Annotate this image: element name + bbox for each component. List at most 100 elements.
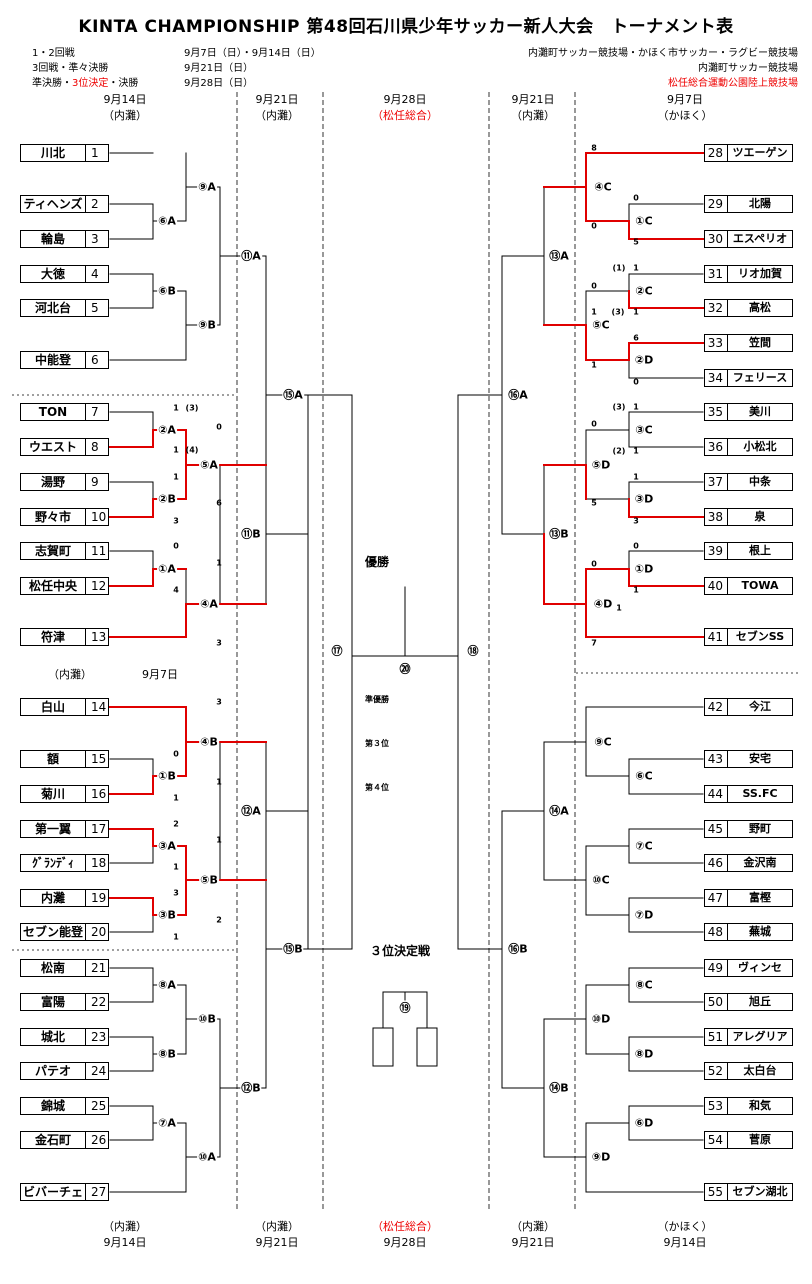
score-value: 1: [633, 472, 639, 482]
match-label-l-2a: ②A: [157, 423, 177, 437]
team-name: 北陽: [727, 195, 793, 213]
match-label-l-7a: ⑦A: [157, 1116, 177, 1130]
schedule-dates-2: 9月21日（日）: [184, 63, 254, 74]
team-name: 今江: [727, 698, 793, 716]
match-label-l-3a: ③A: [157, 839, 177, 853]
score-value: (1): [612, 263, 626, 273]
team-number: 26: [85, 1131, 109, 1149]
schedule-round-3: 準決勝・3位決定・決勝: [32, 76, 138, 91]
team-number: 41: [704, 628, 728, 646]
team-number: 55: [704, 1183, 728, 1201]
score-value: 1: [633, 402, 639, 412]
match-label-r-16a: ⑯A: [507, 388, 529, 402]
team-name: エスペリオ: [727, 230, 793, 248]
team-number: 19: [85, 889, 109, 907]
team-name: 蕪城: [727, 923, 793, 941]
team-name: TOWA: [727, 577, 793, 595]
team-number: 10: [85, 508, 109, 526]
team-number: 3: [85, 230, 109, 248]
match-label-l-5a: ⑤A: [199, 458, 219, 472]
team-number: 28: [704, 144, 728, 162]
score-value: 3: [173, 516, 179, 526]
footer-date: 9月21日: [511, 1236, 555, 1249]
team-number: 44: [704, 785, 728, 803]
team-number: 17: [85, 820, 109, 838]
team-name: 内灘: [20, 889, 86, 907]
team-number: 23: [85, 1028, 109, 1046]
score-value: 1: [173, 932, 179, 942]
score-value: 5: [633, 237, 639, 247]
score-value: 1: [591, 360, 597, 370]
team-name: 金沢南: [727, 854, 793, 872]
team-name: 泉: [727, 508, 793, 526]
team-number: 20: [85, 923, 109, 941]
match-label-l-8a: ⑧A: [157, 978, 177, 992]
col-header-1: 9月14日（内灘）: [80, 92, 170, 124]
score-value: 6: [216, 498, 222, 508]
team-number: 31: [704, 265, 728, 283]
score-value: (3): [611, 307, 625, 317]
col-header-4: 9月21日（内灘）: [488, 92, 578, 124]
runner-up-label: 準優勝: [365, 695, 389, 704]
team-name: 城北: [20, 1028, 86, 1046]
match-label-r-10c: ⑩C: [591, 873, 611, 887]
team-name: ｸﾞﾗﾝﾃﾞｨ: [20, 854, 86, 872]
score-value: (3): [612, 402, 626, 412]
match-label-r-9c: ⑨C: [593, 735, 613, 749]
team-name: 錦城: [20, 1097, 86, 1115]
match-label-r-6d: ⑥D: [633, 1116, 655, 1130]
match-label-r-2c: ②C: [634, 284, 654, 298]
col-footer-4: （内灘）9月21日: [488, 1219, 578, 1251]
score-value: 1: [633, 307, 639, 317]
team-number: 35: [704, 403, 728, 421]
team-number: 43: [704, 750, 728, 768]
match-label-r-3c: ③C: [634, 423, 654, 437]
team-number: 11: [85, 542, 109, 560]
match-label-r-13b: ⑬B: [548, 527, 570, 541]
team-number: 13: [85, 628, 109, 646]
team-name: 太白台: [727, 1062, 793, 1080]
team-name: 旭丘: [727, 993, 793, 1011]
score-value: (3): [185, 403, 199, 413]
footer-date: 9月28日: [383, 1236, 427, 1249]
team-number: 21: [85, 959, 109, 977]
team-name: 輪島: [20, 230, 86, 248]
match-label-l-1a: ①A: [157, 562, 177, 576]
team-name: SS.FC: [727, 785, 793, 803]
third-place-slot: [372, 1027, 394, 1067]
mid-note-date: 9月7日: [142, 668, 178, 681]
team-name: 富樫: [727, 889, 793, 907]
team-name: ウエスト: [20, 438, 86, 456]
header-date: 9月14日: [103, 93, 147, 106]
team-number: 18: [85, 854, 109, 872]
team-number: 52: [704, 1062, 728, 1080]
match-label-l-11a: ⑪A: [240, 249, 262, 263]
team-number: 22: [85, 993, 109, 1011]
team-number: 32: [704, 299, 728, 317]
team-name: ツエーゲン: [727, 144, 793, 162]
match-label-l-9a: ⑨A: [197, 180, 217, 194]
match-label-l-2b: ②B: [157, 492, 177, 506]
match-label-r-7d: ⑦D: [633, 908, 655, 922]
match-label-third: ⑲: [398, 1001, 412, 1015]
score-value: 8: [591, 143, 597, 153]
match-label-l-8b: ⑧B: [157, 1047, 177, 1061]
third-label: 第３位: [365, 739, 389, 748]
match-label-r-13a: ⑬A: [548, 249, 570, 263]
team-name: 和気: [727, 1097, 793, 1115]
team-number: 34: [704, 369, 728, 387]
team-name: セブンSS: [727, 628, 793, 646]
team-name: 富陽: [20, 993, 86, 1011]
team-name: 符津: [20, 628, 86, 646]
team-name: 川北: [20, 144, 86, 162]
team-number: 50: [704, 993, 728, 1011]
team-name: 額: [20, 750, 86, 768]
third-place-match-label: ３位決定戦: [370, 944, 431, 958]
team-name: 野町: [727, 820, 793, 838]
team-name: 白山: [20, 698, 86, 716]
header-place: （かほく）: [657, 109, 713, 122]
match-label-l-6b: ⑥B: [157, 284, 177, 298]
team-number: 6: [85, 351, 109, 369]
team-name: 中条: [727, 473, 793, 491]
